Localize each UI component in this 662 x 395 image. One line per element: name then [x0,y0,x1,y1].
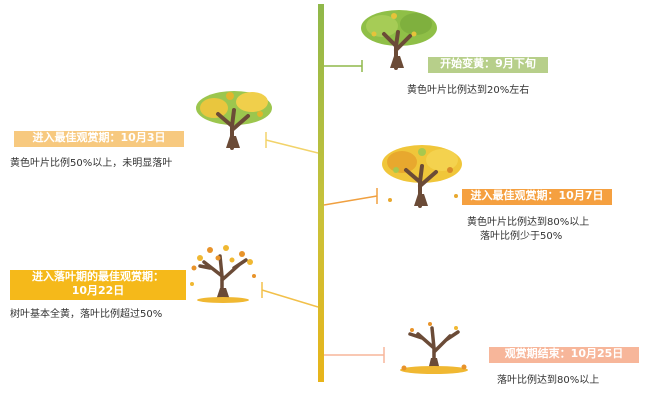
stage-3-desc-line2: 落叶比例少于50% [480,231,563,242]
connector-stage-3 [323,188,378,206]
stage-5-desc: 落叶比例达到80%以上 [497,375,600,386]
stage-3-label: 进入最佳观赏期：10月7日 [462,189,612,205]
connector-stage-1 [324,60,363,72]
stage-1-label: 开始变黄：9月下旬 [428,57,548,73]
stage-4-label: 进入落叶期的最佳观赏期： 10月22日 [10,270,186,300]
stage-3-desc-line1: 黄色叶片比例达到80%以上 [467,217,590,228]
timeline-spine [318,4,324,382]
stage-4-label-line1: 进入落叶期的最佳观赏期： [32,270,164,283]
stage-2-label: 进入最佳观赏期：10月3日 [14,131,184,147]
tree-green-icon [361,10,437,70]
stage-2-desc: 黄色叶片比例50%以上，未明显落叶 [10,158,173,169]
tree-yellow-icon [382,145,462,208]
tree-half-yellow-icon [196,91,272,150]
stage-5-label: 观赏期结束：10月25日 [489,347,639,363]
stage-1-desc: 黄色叶片比例达到20%左右 [407,85,530,96]
connector-stage-4 [261,282,319,308]
stage-4-label-line2: 10月22日 [71,284,125,297]
connector-stage-2 [265,132,319,154]
stage-4-desc: 树叶基本全黄，落叶比例超过50% [10,309,163,320]
connector-stage-5 [324,347,385,363]
tree-falling-leaves-icon [190,245,256,303]
tree-bare-icon [400,322,468,374]
